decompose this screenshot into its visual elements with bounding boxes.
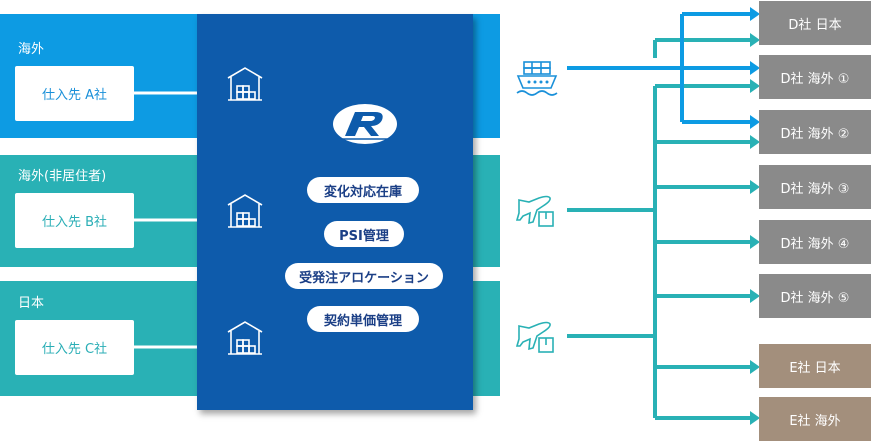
supplier-box-b: 仕入先 B社: [15, 193, 134, 248]
ship-icon: [516, 61, 558, 96]
destination-box: D社 日本: [759, 1, 871, 45]
function-pill: 契約単価管理: [307, 306, 419, 332]
warehouse-icon: [227, 321, 263, 355]
destination-box: D社 海外 ⑤: [759, 274, 871, 318]
airplane-icon: [515, 195, 554, 227]
destination-box: D社 海外 ③: [759, 165, 871, 209]
central-hub: 変化対応在庫 PSI管理 受発注アロケーション 契約単価管理: [197, 14, 473, 410]
supplier-box-a: 仕入先 A社: [15, 66, 134, 121]
supplier-box-c: 仕入先 C社: [15, 320, 134, 375]
destination-box: D社 海外 ①: [759, 55, 871, 99]
warehouse-icon: [227, 194, 263, 228]
warehouse-icon: [227, 67, 263, 101]
region-label: 日本: [18, 296, 45, 311]
company-logo: [333, 104, 397, 144]
airplane-icon: [515, 321, 554, 353]
function-pill: 受発注アロケーション: [285, 263, 443, 289]
function-pill: 変化対応在庫: [307, 177, 419, 203]
function-pill: PSI管理: [324, 221, 404, 247]
destination-box: E社 日本: [759, 344, 871, 388]
destination-box: D社 海外 ②: [759, 110, 871, 154]
destination-box: E社 海外: [759, 397, 871, 441]
region-label: 海外: [18, 42, 45, 57]
region-label: 海外(非居住者): [18, 169, 107, 184]
destination-box: D社 海外 ④: [759, 220, 871, 264]
